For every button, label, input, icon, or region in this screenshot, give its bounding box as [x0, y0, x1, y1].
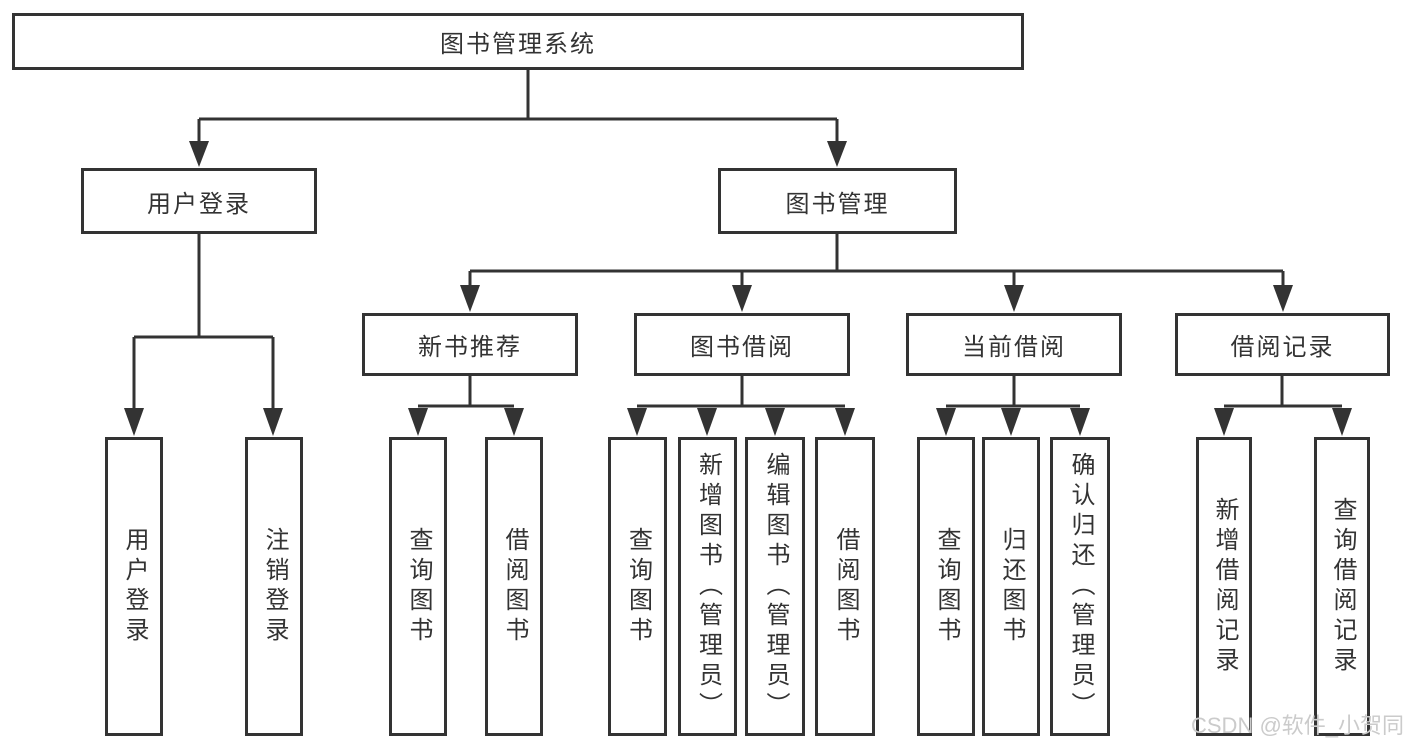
leaf-borrow-books-recommend: 借阅图书: [485, 437, 543, 736]
leaf-query-borrow-record: 查询借阅记录: [1314, 437, 1370, 736]
leaf-user-login-label: 用户登录: [121, 526, 148, 647]
leaf-query-books-borrow: 查询图书: [608, 437, 667, 736]
node-new-book-recommend: 新书推荐: [362, 313, 578, 376]
node-user-login-label: 用户登录: [147, 190, 251, 218]
leaf-edit-book-admin: 编辑图书（管理员）: [745, 437, 805, 736]
csdn-watermark: CSDN @软件_小贺同学: [1191, 713, 1405, 738]
leaf-query-books-current: 查询图书: [917, 437, 975, 736]
leaf-query-books-recommend-label: 查询图书: [405, 526, 432, 647]
leaf-return-book-label: 归还图书: [998, 526, 1025, 647]
leaf-add-book-admin-label: 新增图书（管理员）: [694, 451, 722, 722]
leaf-borrow-books: 借阅图书: [815, 437, 875, 736]
node-borrow-records: 借阅记录: [1175, 313, 1390, 376]
leaf-confirm-return-admin: 确认归还（管理员）: [1050, 437, 1110, 736]
node-root: 图书管理系统: [12, 13, 1024, 70]
tree-edges: [132, 70, 1342, 409]
leaf-return-book: 归还图书: [982, 437, 1040, 736]
leaf-logout: 注销登录: [245, 437, 303, 736]
leaf-query-borrow-record-label: 查询借阅记录: [1329, 496, 1356, 677]
leaf-edit-book-admin-label: 编辑图书（管理员）: [762, 451, 789, 722]
node-new-book-recommend-label: 新书推荐: [418, 334, 522, 361]
leaf-borrow-books-recommend-label: 借阅图书: [501, 526, 528, 647]
leaf-query-books-borrow-label: 查询图书: [624, 526, 652, 647]
node-book-management-label: 图书管理: [785, 190, 890, 218]
arrowheads: [124, 141, 1352, 436]
node-current-borrow: 当前借阅: [906, 313, 1122, 376]
leaf-add-borrow-record-label: 新增借阅记录: [1211, 496, 1238, 677]
leaf-logout-label: 注销登录: [261, 526, 288, 647]
node-book-borrow: 图书借阅: [634, 313, 850, 376]
leaf-query-books-recommend: 查询图书: [389, 437, 447, 736]
leaf-add-book-admin: 新增图书（管理员）: [678, 437, 737, 736]
node-book-borrow-label: 图书借阅: [690, 334, 794, 361]
node-current-borrow-label: 当前借阅: [962, 334, 1066, 361]
node-book-management: 图书管理: [718, 168, 957, 234]
node-user-login: 用户登录: [81, 168, 317, 234]
leaf-borrow-books-label: 借阅图书: [832, 526, 859, 647]
leaf-query-books-current-label: 查询图书: [933, 526, 960, 647]
node-borrow-records-label: 借阅记录: [1230, 334, 1335, 361]
node-root-label: 图书管理系统: [440, 31, 596, 58]
leaf-user-login: 用户登录: [105, 437, 163, 736]
leaf-add-borrow-record: 新增借阅记录: [1196, 437, 1252, 736]
leaf-confirm-return-admin-label: 确认归还（管理员）: [1067, 451, 1094, 722]
